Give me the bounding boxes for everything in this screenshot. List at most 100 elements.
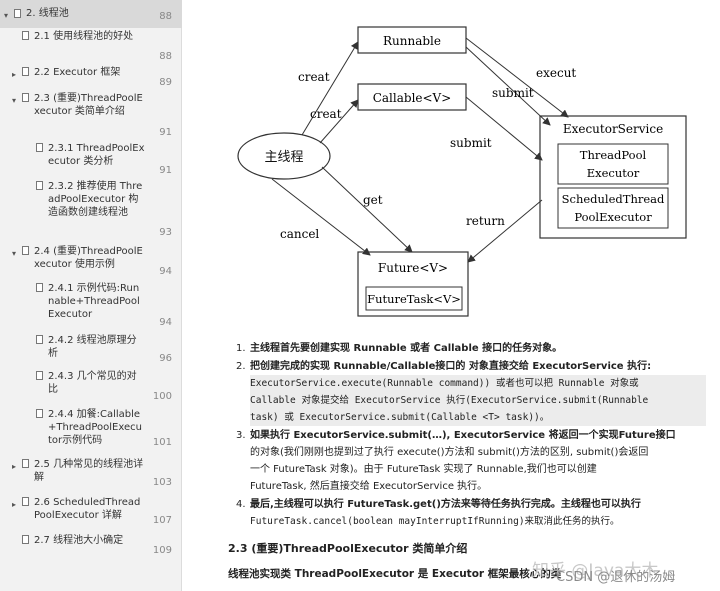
- step-line: FutureTask, 然后直接交给 ExecutorService 执行。: [250, 481, 488, 492]
- section-heading: 2.3 (重要)ThreadPoolExecutor 类简单介绍: [228, 542, 468, 555]
- toc-item[interactable]: ▾ 2. 线程池 88: [0, 0, 182, 28]
- toc-item-label: 2.3.1 ThreadPoolExecutor 类分析: [48, 143, 145, 167]
- edge-label-get: get: [363, 193, 383, 207]
- thread-pool-executor-node: [557, 143, 669, 185]
- document-icon: [36, 409, 43, 418]
- chevron-down-icon[interactable]: ▾: [12, 96, 17, 105]
- step-line: 如果执行 ExecutorService.submit(…), Executor…: [250, 430, 676, 441]
- step-3: 3. 如果执行 ExecutorService.submit(…), Execu…: [236, 427, 706, 495]
- toc-item-page: 94: [159, 317, 172, 328]
- document-icon: [36, 181, 43, 190]
- edge-label-submit-1: submit: [492, 86, 534, 100]
- document-icon: [22, 67, 29, 76]
- main-thread-node: [237, 132, 331, 180]
- step-text: 主线程首先要创建实现 Runnable 或者 Callable 接口的任务对象。: [250, 343, 563, 354]
- toc-item-label: 2.5 几种常见的线程池详解: [34, 459, 144, 483]
- step-line: Callable 对象提交给 ExecutorService 执行(Execut…: [250, 392, 706, 409]
- csdn-watermark: CSDN @退休的汤姆: [556, 570, 676, 585]
- future-task-node: [365, 286, 463, 311]
- toc-item-label: 2.4 (重要)ThreadPoolExecutor 使用示例: [34, 246, 143, 270]
- scheduled-thread-pool-executor-node: [557, 187, 669, 229]
- runnable-node: [357, 26, 467, 54]
- thread-pool-executor-label-1: ThreadPool: [580, 148, 647, 162]
- chevron-down-icon[interactable]: ▾: [4, 11, 9, 20]
- toc-item-page: 100: [152, 391, 172, 402]
- edge-label-creat-1: creat: [298, 70, 330, 84]
- thread-pool-executor-label-2: Executor: [587, 166, 640, 180]
- edge-creat-runnable: [301, 41, 359, 136]
- document-icon: [22, 497, 29, 506]
- scheduled-label-1: ScheduledThread: [562, 192, 665, 206]
- step-number: 4.: [236, 499, 246, 510]
- toc-item-page: 103: [152, 477, 172, 488]
- edge-cancel: [271, 178, 371, 256]
- edge-label-creat-2: creat: [310, 107, 342, 121]
- toc-item-label: 2.4.1 示例代码:Runnable+ThreadPoolExecutor: [48, 283, 140, 320]
- steps-list: 1. 主线程首先要创建实现 Runnable 或者 Callable 接口的任务…: [236, 340, 706, 531]
- toc-item-label: 2.3.2 推荐使用 ThreadPoolExecutor 构造函数创建线程池: [48, 181, 143, 218]
- executor-service-label: ExecutorService: [563, 122, 663, 136]
- document-icon: [22, 93, 29, 102]
- toc-item-label: 2.1 使用线程池的好处: [34, 31, 134, 42]
- toc-item-page: 89: [159, 77, 172, 88]
- section-body: 线程池实现类 ThreadPoolExecutor 是 Executor 框架最…: [228, 568, 562, 580]
- chevron-right-icon[interactable]: ▸: [12, 70, 17, 79]
- step-line: task) 或 ExecutorService.submit(Callable …: [250, 409, 706, 426]
- toc-item-page: 101: [152, 437, 172, 448]
- toc-item-label: 2.3 (重要)ThreadPoolExecutor 类简单介绍: [34, 93, 143, 117]
- edge-label-submit-2: submit: [450, 136, 492, 150]
- step-line: 最后,主线程可以执行 FutureTask.get()方法来等待任务执行完成。主…: [250, 499, 641, 510]
- step-number: 3.: [236, 430, 246, 441]
- toc-item-page: 91: [159, 127, 172, 138]
- document-icon: [14, 9, 21, 18]
- edge-submit-runnable: [465, 46, 551, 126]
- chevron-right-icon[interactable]: ▸: [12, 462, 17, 471]
- chevron-right-icon[interactable]: ▸: [12, 500, 17, 509]
- step-1: 1. 主线程首先要创建实现 Runnable 或者 Callable 接口的任务…: [236, 340, 706, 357]
- chevron-down-icon[interactable]: ▾: [12, 249, 17, 258]
- toc-item-label: 2.4.2 线程池原理分析: [48, 335, 137, 359]
- toc-item-page: 88: [159, 11, 172, 22]
- toc-sidebar: ▾ 2. 线程池 88 2.1 使用线程池的好处 88 ▸ 2.2 Executor 框架 8…: [0, 0, 182, 591]
- toc-item-label: 2. 线程池: [26, 8, 69, 19]
- toc-item-page: 96: [159, 353, 172, 364]
- toc-item-page: 88: [159, 51, 172, 62]
- toc-item-page: 91: [159, 165, 172, 176]
- step-line: FutureTask.cancel(boolean mayInterruptIf…: [250, 516, 620, 527]
- document-icon: [22, 459, 29, 468]
- toc-item-label: 2.4.4 加餐:Callable+ThreadPoolExecutor示例代码: [48, 409, 142, 446]
- step-line: 一个 FutureTask 对象)。由于 FutureTask 实现了 Runn…: [250, 464, 597, 475]
- scheduled-label-2: PoolExecutor: [574, 210, 652, 224]
- edge-return: [467, 199, 543, 263]
- document-icon: [36, 371, 43, 380]
- step-line: ExecutorService.execute(Runnable command…: [250, 375, 706, 392]
- callable-label: Callable<V>: [373, 91, 452, 105]
- zhihu-watermark: 知乎 @Java大木: [532, 561, 659, 581]
- toc-item-label: 2.7 线程池大小确定: [34, 535, 124, 546]
- future-label: Future<V>: [378, 261, 448, 275]
- document-icon: [22, 246, 29, 255]
- step-2: 2. 把创建完成的实现 Runnable/Callable接口的 对象直接交给 …: [236, 358, 706, 426]
- edge-label-return: return: [466, 214, 505, 228]
- edge-get: [321, 166, 413, 253]
- thread-pool-diagram: 主线程 Runnable Callable<V> ExecutorService…: [237, 26, 687, 317]
- document-icon: [36, 143, 43, 152]
- toc-item-label: 2.6 ScheduledThreadPoolExecutor 详解: [34, 497, 141, 521]
- document-icon: [36, 335, 43, 344]
- document-icon: [36, 283, 43, 292]
- toc-item-label: 2.2 Executor 框架: [34, 67, 121, 78]
- runnable-label: Runnable: [383, 34, 441, 48]
- edge-label-cancel: cancel: [280, 227, 319, 241]
- edge-creat-callable: [319, 99, 359, 144]
- step-number: 1.: [236, 343, 246, 354]
- toc-item-page: 94: [159, 266, 172, 277]
- toc-item-page: 93: [159, 227, 172, 238]
- callable-node: [357, 83, 467, 111]
- step-line: 的对象(我们刚刚也提到过了执行 execute()方法和 submit()方法的…: [250, 447, 649, 458]
- future-task-label: FutureTask<V>: [367, 292, 461, 306]
- main-thread-label: 主线程: [264, 150, 303, 165]
- step-line: 把创建完成的实现 Runnable/Callable接口的 对象直接交给 Exe…: [250, 361, 652, 372]
- document-icon: [22, 535, 29, 544]
- toc-item-page: 107: [152, 515, 172, 526]
- edge-submit-callable: [465, 96, 543, 161]
